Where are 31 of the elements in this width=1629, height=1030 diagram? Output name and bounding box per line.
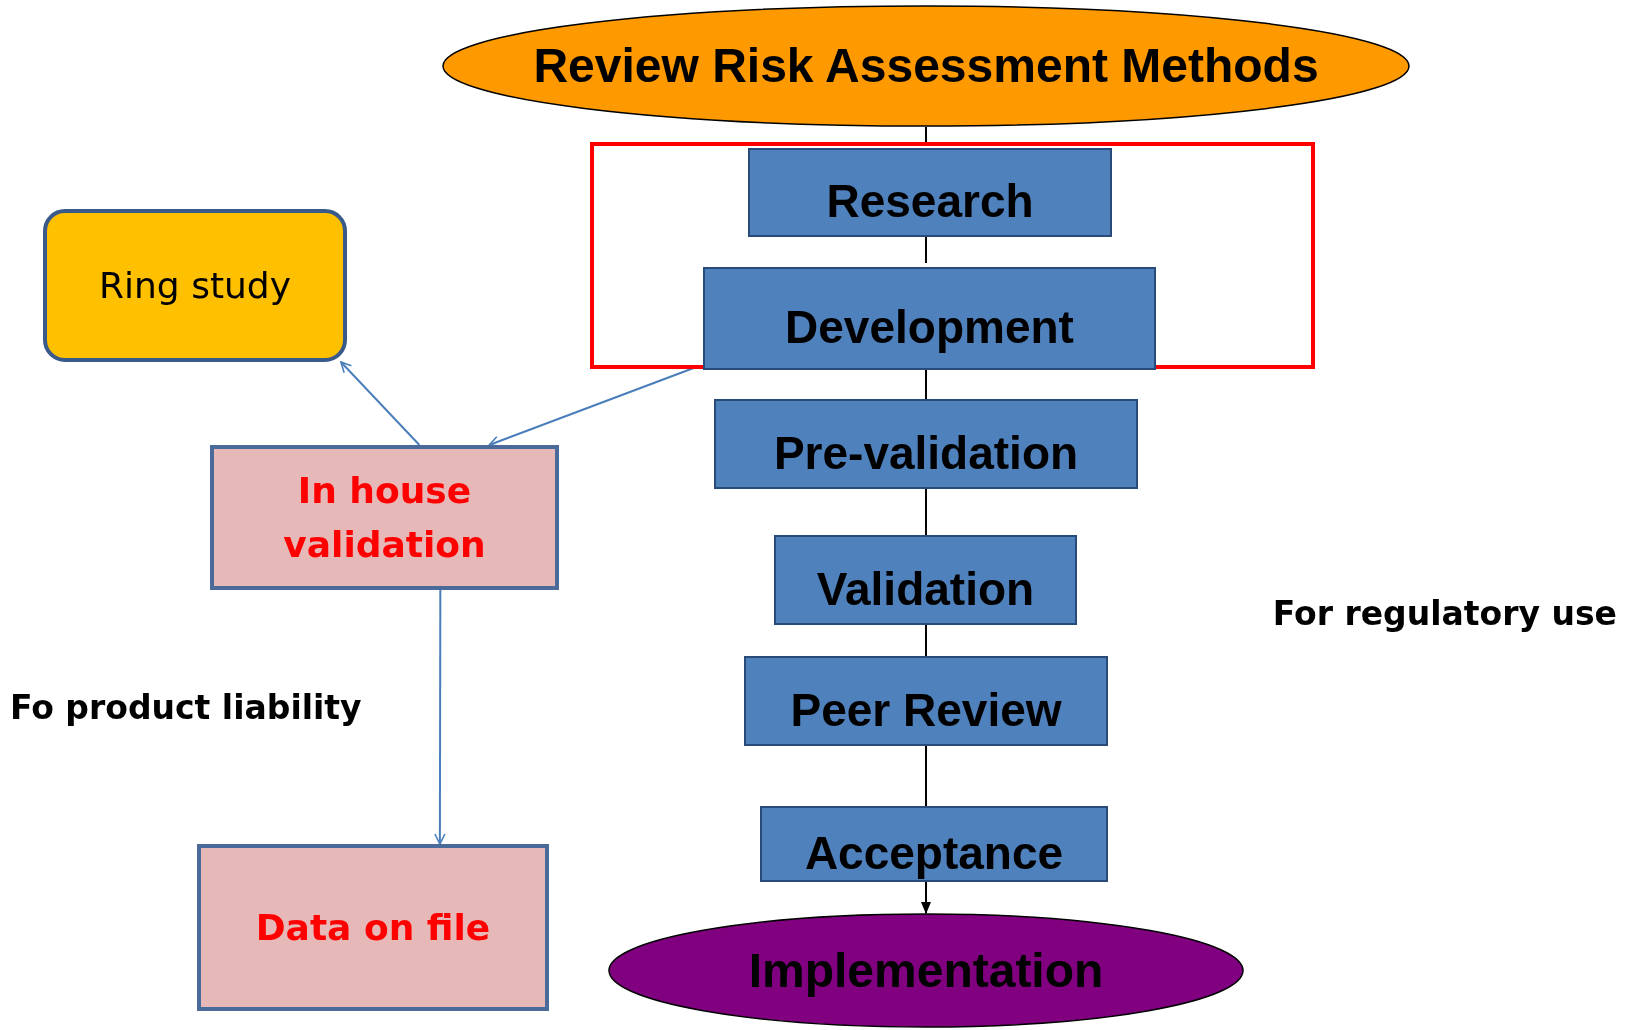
process-box	[197, 844, 549, 1011]
process-ellipse	[442, 5, 1410, 127]
node-label: In house validation	[282, 468, 487, 567]
node-label: Pre-validation	[773, 425, 1079, 481]
arrow	[921, 881, 931, 914]
process-box	[744, 656, 1108, 746]
arrow	[434, 589, 446, 845]
connector-line	[925, 624, 927, 657]
process-box	[703, 267, 1156, 370]
node-label: Peer Review	[790, 682, 1062, 738]
highlight-frame	[590, 142, 1315, 369]
node-label: Review Risk Assessment Methods	[533, 38, 1319, 94]
arrow	[339, 361, 421, 446]
node-label: Validation	[816, 561, 1035, 617]
note-text: For regulatory use	[1272, 594, 1617, 633]
process-box	[748, 148, 1112, 237]
node-label: Data on file	[255, 905, 491, 950]
node-label: Acceptance	[804, 825, 1064, 881]
node-label: Implementation	[748, 942, 1104, 999]
node-label: Development	[785, 300, 1074, 355]
process-box	[210, 445, 559, 590]
process-box	[760, 806, 1108, 882]
process-box	[714, 399, 1138, 489]
node-label: Ring study	[99, 263, 291, 308]
rounded-box	[43, 209, 347, 362]
note-text: Fo product liability	[10, 688, 362, 727]
node-label: Research	[826, 174, 1034, 229]
process-box	[774, 535, 1077, 625]
connector-line	[925, 488, 927, 536]
process-ellipse	[608, 913, 1244, 1028]
connector-line	[925, 745, 927, 807]
